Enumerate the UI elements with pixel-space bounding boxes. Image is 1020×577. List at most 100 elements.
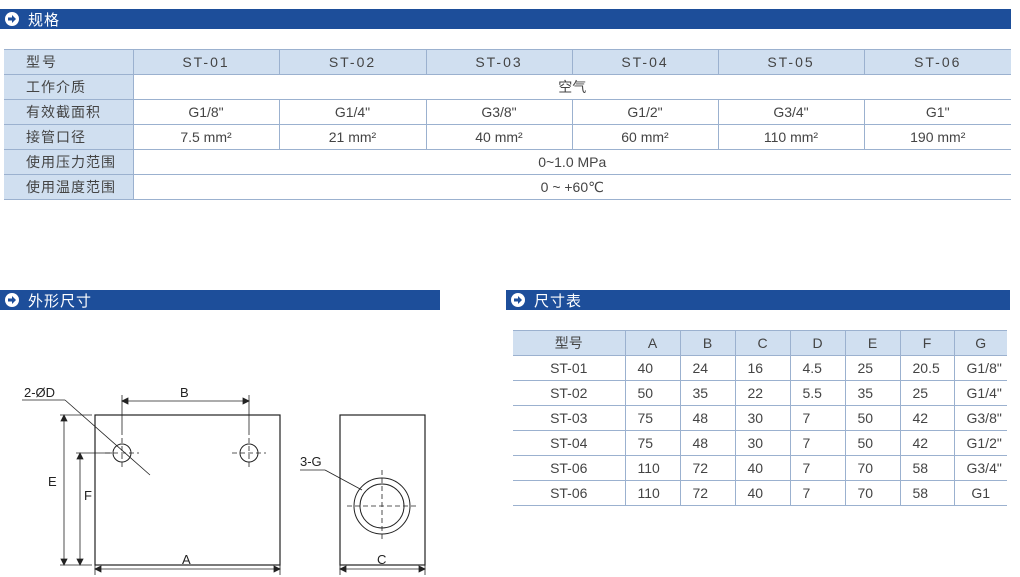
dims-section-bar: 尺寸表	[506, 290, 1010, 310]
dims-cell: 7	[789, 480, 845, 506]
spec-row-port: 接管口径 7.5 mm² 21 mm² 40 mm² 60 mm² 110 mm…	[4, 124, 1011, 150]
spec-cell: ST-02	[278, 49, 426, 75]
dims-header-cell: A	[624, 330, 680, 356]
dims-cell: 50	[844, 405, 900, 431]
dims-cell: 22	[734, 380, 790, 406]
dims-header-cell: D	[789, 330, 845, 356]
spec-cell: G1/8"	[132, 99, 279, 125]
dims-cell: ST-04	[513, 430, 625, 456]
dims-cell: 70	[844, 480, 900, 506]
spec-cell: 空气	[132, 74, 1011, 100]
arrow-circle-icon	[2, 9, 22, 29]
spec-cell: 40 mm²	[425, 124, 572, 150]
spec-label: 有效截面积	[4, 99, 133, 125]
dims-cell: 75	[624, 430, 680, 456]
spec-row-pressure: 使用压力范围 0~1.0 MPa	[4, 149, 1011, 175]
dims-cell: 42	[899, 405, 954, 431]
dims-cell: 40	[734, 455, 790, 481]
spec-row-area: 有效截面积 G1/8" G1/4" G3/8" G1/2" G3/4" G1"	[4, 99, 1011, 125]
dims-header-cell: F	[899, 330, 954, 356]
dims-header-cell: 型号	[513, 330, 625, 356]
spec-cell: G3/8"	[425, 99, 572, 125]
spec-table: 型号 ST-01 ST-02 ST-03 ST-04 ST-05 ST-06 工…	[4, 49, 1011, 200]
spec-cell: ST-06	[863, 49, 1011, 75]
spec-cell: ST-03	[425, 49, 572, 75]
dims-cell: 40	[734, 480, 790, 506]
dims-cell: 24	[679, 355, 735, 381]
dims-section-title: 尺寸表	[534, 292, 583, 310]
dims-cell: 25	[844, 355, 900, 381]
dims-cell: G3/8"	[953, 405, 1007, 431]
dims-cell: 30	[734, 430, 790, 456]
spec-row-temp: 使用温度范围 0 ~ +60℃	[4, 174, 1011, 200]
spec-label: 使用压力范围	[4, 149, 133, 175]
dims-cell: 7	[789, 455, 845, 481]
dims-cell: G1/8"	[953, 355, 1007, 381]
dims-cell: 30	[734, 405, 790, 431]
dims-header-cell: E	[844, 330, 900, 356]
dims-cell: 110	[624, 480, 680, 506]
spec-cell: G1"	[863, 99, 1011, 125]
spec-cell: 190 mm²	[863, 124, 1011, 150]
dims-cell: 20.5	[899, 355, 954, 381]
hole-label: 2-ØD	[24, 385, 55, 400]
arrow-circle-icon	[508, 290, 528, 310]
dim-label-c: C	[377, 552, 386, 567]
dims-cell: 42	[899, 430, 954, 456]
spec-row-model: 型号 ST-01 ST-02 ST-03 ST-04 ST-05 ST-06	[4, 49, 1011, 75]
spec-label: 使用温度范围	[4, 174, 133, 200]
outline-drawing: 2-ØD B E F A 3-G C	[22, 385, 426, 575]
spec-cell: G1/4"	[278, 99, 426, 125]
outline-section-title: 外形尺寸	[28, 292, 93, 310]
dims-cell: 35	[844, 380, 900, 406]
spec-cell: 7.5 mm²	[132, 124, 279, 150]
dims-cell: 50	[624, 380, 680, 406]
dims-cell: 7	[789, 430, 845, 456]
spec-cell: 110 mm²	[717, 124, 864, 150]
dims-cell: 72	[679, 480, 735, 506]
dims-cell: 35	[679, 380, 735, 406]
table-row: ST-06 110 72 40 7 70 58 G3/4"	[513, 455, 1007, 481]
dims-cell: 48	[679, 430, 735, 456]
front-view-body	[94, 414, 281, 566]
spec-label: 型号	[4, 49, 133, 75]
dims-table: 型号 A B C D E F G ST-01 40 24 16 4.5 25 2…	[513, 330, 1007, 506]
table-row: ST-01 40 24 16 4.5 25 20.5 G1/8"	[513, 355, 1007, 381]
dim-label-e: E	[48, 474, 57, 489]
arrow-circle-icon	[2, 290, 22, 310]
spec-section-bar: 规格	[0, 9, 1011, 29]
port-label: 3-G	[300, 454, 322, 469]
dims-cell: 25	[899, 380, 954, 406]
dims-cell: G3/4"	[953, 455, 1007, 481]
spec-row-medium: 工作介质 空气	[4, 74, 1011, 100]
dims-cell: 58	[899, 480, 954, 506]
dims-cell: ST-06	[513, 455, 625, 481]
dims-cell: 58	[899, 455, 954, 481]
table-row: ST-02 50 35 22 5.5 35 25 G1/4"	[513, 380, 1007, 406]
dims-header-row: 型号 A B C D E F G	[513, 330, 1007, 356]
outline-section-bar: 外形尺寸	[0, 290, 440, 310]
dims-cell: 72	[679, 455, 735, 481]
dims-cell: ST-01	[513, 355, 625, 381]
spec-cell: ST-05	[717, 49, 864, 75]
dims-cell: 50	[844, 430, 900, 456]
side-view-body	[339, 414, 426, 566]
spec-label: 工作介质	[4, 74, 133, 100]
dims-cell: 5.5	[789, 380, 845, 406]
spec-cell: 60 mm²	[571, 124, 718, 150]
dims-cell: 110	[624, 455, 680, 481]
spec-cell: ST-01	[132, 49, 279, 75]
spec-cell: ST-04	[571, 49, 718, 75]
dims-cell: G1/2"	[953, 430, 1007, 456]
dims-cell: 16	[734, 355, 790, 381]
dim-label-f: F	[84, 488, 92, 503]
spec-cell: 21 mm²	[278, 124, 426, 150]
spec-cell: 0~1.0 MPa	[132, 149, 1011, 175]
dims-cell: 40	[624, 355, 680, 381]
dims-cell: G1	[953, 480, 1007, 506]
table-row: ST-06 110 72 40 7 70 58 G1	[513, 480, 1007, 506]
spec-cell: G1/2"	[571, 99, 718, 125]
dims-cell: G1/4"	[953, 380, 1007, 406]
spec-label: 接管口径	[4, 124, 133, 150]
dims-header-cell: B	[679, 330, 735, 356]
